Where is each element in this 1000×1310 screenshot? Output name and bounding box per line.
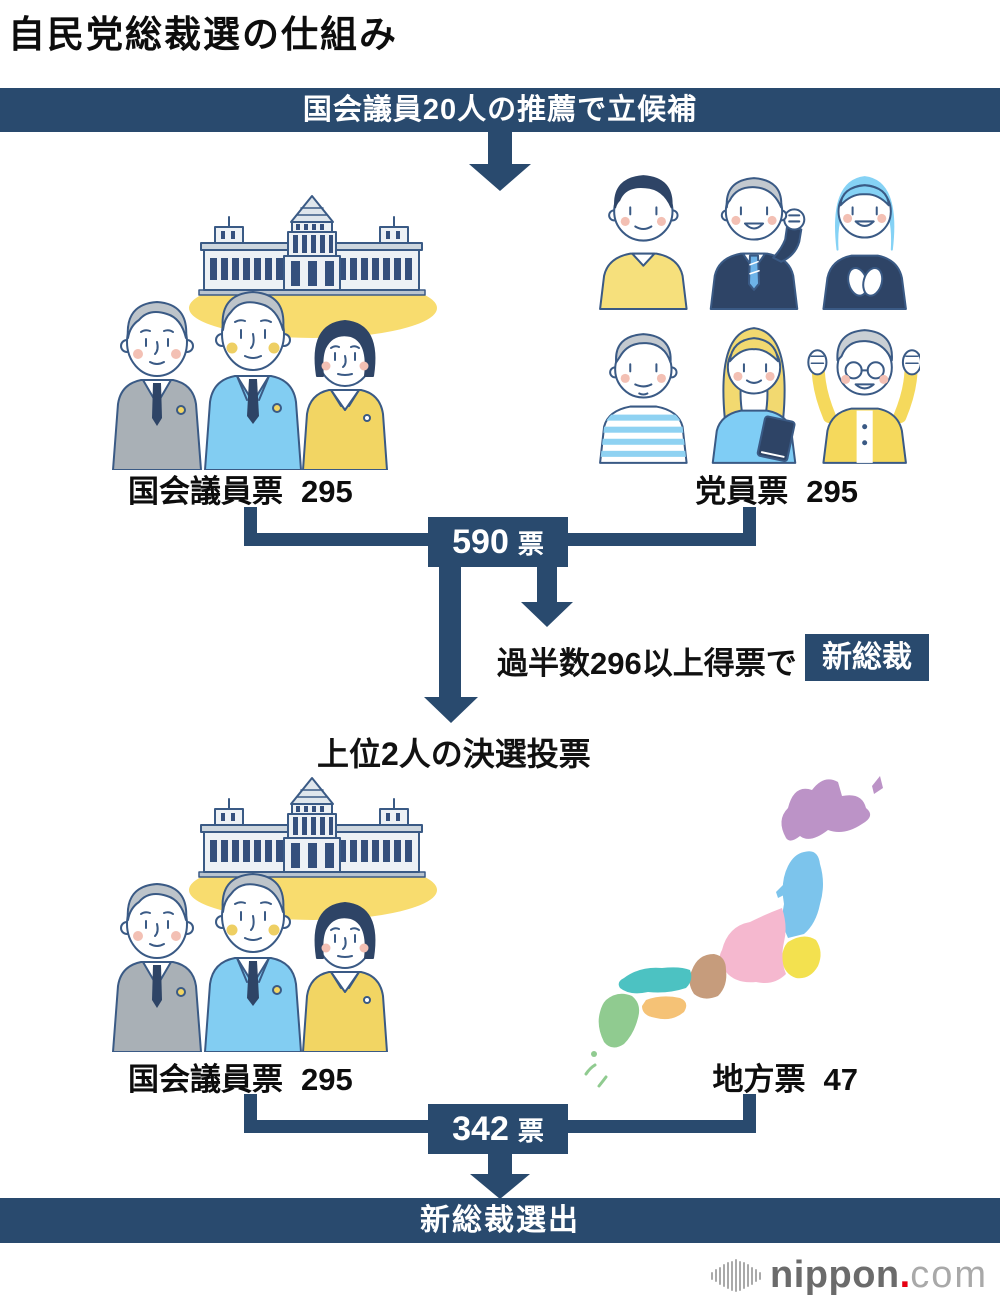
citizen-blonde-woman-book — [711, 327, 797, 464]
citizen-blue-hair-woman — [822, 176, 907, 310]
total-votes-number: 590 — [452, 522, 509, 561]
politician-left — [112, 301, 202, 470]
citizen-suit-man-fist — [709, 177, 806, 310]
runoff-arrow-head-icon — [424, 697, 478, 723]
diet-building-illustration-2 — [112, 777, 438, 1052]
runoff-heading: 上位2人の決選投票 — [317, 736, 591, 772]
citizen-older-man-striped — [599, 333, 688, 464]
politician-center — [204, 291, 302, 470]
total-votes-box-r1: 590 票 — [428, 517, 568, 567]
logo-dot: . — [899, 1254, 911, 1296]
nomination-banner: 国会議員20人の推薦で立候補 — [0, 88, 1000, 132]
party-members-illustration — [599, 175, 920, 464]
new-president-box: 新総裁 — [805, 634, 929, 681]
label-text: 国会議員票 — [128, 1062, 283, 1097]
arrow-down-icon — [488, 132, 512, 165]
majority-condition-text: 過半数296以上得票で — [497, 646, 797, 681]
bracket2-right-stub — [743, 1094, 756, 1122]
label-value: 295 — [806, 474, 858, 509]
region-kyushu-islet — [591, 1051, 597, 1057]
region-sado-islet — [776, 885, 786, 898]
total-votes-unit: 票 — [517, 528, 544, 559]
majority-arrow-shaft — [537, 567, 557, 603]
region-hokkaido-islet — [872, 776, 883, 794]
mp-votes-label-r2: 国会議員票 295 — [128, 1054, 353, 1099]
diet-building-illustration — [112, 195, 437, 470]
total-votes-number: 342 — [452, 1109, 509, 1148]
japan-map-illustration — [584, 776, 883, 1088]
bracket1-left-stub — [244, 507, 257, 535]
label-value: 47 — [823, 1062, 858, 1097]
national-diet-building — [198, 195, 426, 296]
final-arrow-shaft — [488, 1154, 512, 1176]
soundwave-bars-icon — [710, 1258, 762, 1294]
member-votes-label: 党員票 295 — [695, 466, 858, 511]
region-shikoku — [642, 996, 687, 1020]
total-votes-box-r2: 342 票 — [428, 1104, 568, 1154]
nippon-com-logo: nippon . com — [710, 1254, 988, 1297]
label-value: 295 — [301, 1062, 353, 1097]
label-text: 国会議員票 — [128, 474, 283, 509]
region-kanto — [782, 936, 821, 979]
logo-tld: com — [910, 1254, 988, 1296]
bracket1-right-stub — [743, 507, 756, 535]
local-votes-label: 地方票 47 — [713, 1054, 858, 1099]
bracket2-left-stub — [244, 1094, 257, 1122]
page-title: 自民党総裁選の仕組み — [8, 14, 398, 55]
region-okinawa — [584, 1063, 608, 1088]
label-text: 地方票 — [712, 1062, 806, 1097]
total-votes-unit: 票 — [517, 1115, 544, 1146]
region-tohoku — [782, 851, 823, 938]
label-text: 党員票 — [695, 474, 789, 509]
region-hokkaido — [781, 779, 871, 841]
region-kyushu — [598, 993, 640, 1048]
final-banner: 新総裁選出 — [0, 1198, 1000, 1243]
region-kansai — [689, 954, 727, 999]
citizen-older-woman-waving — [807, 329, 920, 464]
runoff-arrow-shaft — [439, 567, 461, 698]
region-chugoku — [618, 967, 692, 994]
politician-right — [302, 320, 388, 470]
majority-arrow-head-icon — [521, 602, 573, 627]
label-value: 295 — [301, 474, 353, 509]
citizen-young-man — [599, 175, 688, 310]
final-arrow-head-icon — [470, 1174, 530, 1199]
region-chubu — [719, 908, 786, 983]
mp-votes-label-r1: 国会議員票 295 — [128, 466, 353, 511]
logo-name: nippon — [770, 1254, 900, 1296]
arrow-down-head-icon — [469, 164, 531, 191]
